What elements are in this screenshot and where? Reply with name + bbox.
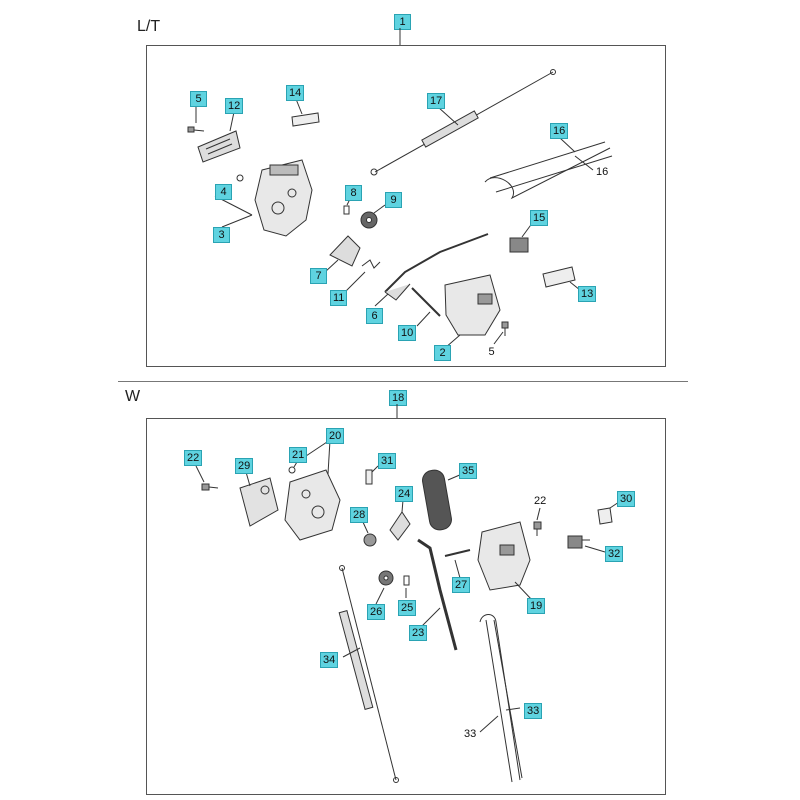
callout-lt-8: 3 xyxy=(213,227,230,243)
callout-w-1: 29 xyxy=(235,458,254,474)
switch-cover-part-12 xyxy=(197,130,241,163)
callout-lt-14: 6 xyxy=(366,308,383,324)
pin-part-8 xyxy=(343,205,350,215)
handle-housing-part-19 xyxy=(477,521,531,591)
throttle-lever-part-23 xyxy=(417,538,458,651)
nut-part-4 xyxy=(236,174,244,182)
callout-lt-12: 7 xyxy=(310,268,327,284)
callout-lt-2: 14 xyxy=(286,85,305,101)
handle-housing-part-20 xyxy=(284,469,341,541)
callout-w-2: 21 xyxy=(289,447,308,463)
callout-w-10: 32 xyxy=(605,546,624,562)
screw-part-5b xyxy=(501,321,509,336)
callout-w-8: 22 xyxy=(534,495,547,507)
callout-lt-6: 16 xyxy=(596,166,609,178)
throttle-lever-part-6 xyxy=(384,233,489,301)
assembly-number-w: 18 xyxy=(389,390,408,406)
callout-w-18: 33 xyxy=(524,703,543,719)
label-part-13 xyxy=(542,266,576,288)
assembly-number-lt: 1 xyxy=(394,14,411,30)
callout-w-16: 34 xyxy=(320,652,339,668)
pin-part-31 xyxy=(365,469,373,485)
handle-housing-part-3 xyxy=(254,159,313,237)
switch-part-15 xyxy=(509,237,529,253)
section-divider xyxy=(118,381,688,382)
callout-lt-7: 4 xyxy=(215,184,232,200)
callout-lt-1: 12 xyxy=(225,98,244,114)
throttle-cable-part-17 xyxy=(370,69,556,176)
callout-w-15: 23 xyxy=(409,625,428,641)
screw-part-22 xyxy=(201,483,219,491)
spring-part-28 xyxy=(363,533,377,547)
callout-lt-18: 5 xyxy=(488,346,495,358)
callout-lt-9: 8 xyxy=(345,185,362,201)
screw-part-22b xyxy=(533,521,542,536)
pin-part-25 xyxy=(403,575,410,586)
callout-w-12: 25 xyxy=(398,600,417,616)
callout-w-11: 26 xyxy=(367,604,386,620)
section-label-w: W xyxy=(125,388,141,405)
switch-part-32 xyxy=(567,535,590,549)
wire-harness-part-33 xyxy=(479,614,523,783)
callout-w-3: 20 xyxy=(326,428,345,444)
callout-w-17: 33 xyxy=(464,728,477,740)
callout-lt-0: 5 xyxy=(190,91,207,107)
lever-part-7 xyxy=(329,235,361,267)
callout-lt-5: 16 xyxy=(550,123,569,139)
grip-part-35 xyxy=(422,469,452,531)
callout-lt-17: 2 xyxy=(434,345,451,361)
callout-lt-15: 10 xyxy=(398,325,417,341)
callout-lt-13: 11 xyxy=(330,290,348,306)
throttle-cable-part-34 xyxy=(338,565,399,783)
callout-w-0: 22 xyxy=(184,450,203,466)
callout-w-9: 30 xyxy=(617,491,636,507)
nut-part-21 xyxy=(288,466,296,474)
rod-part-27 xyxy=(444,549,471,557)
handle-housing-part-2 xyxy=(444,274,501,336)
switch-cover-part-29 xyxy=(239,477,279,527)
label-part-30 xyxy=(597,507,613,525)
callout-w-4: 31 xyxy=(378,453,397,469)
spring-part-11 xyxy=(361,259,381,269)
lever-part-24 xyxy=(389,511,411,541)
callout-lt-10: 9 xyxy=(385,192,402,208)
callout-lt-3: 17 xyxy=(427,93,446,109)
callout-w-13: 27 xyxy=(452,577,471,593)
callout-w-6: 24 xyxy=(395,486,414,502)
callout-lt-16: 13 xyxy=(578,286,597,302)
callout-w-7: 28 xyxy=(350,507,369,523)
callout-w-5: 35 xyxy=(459,463,478,479)
callout-w-14: 19 xyxy=(527,598,546,614)
label-part-14 xyxy=(291,112,320,127)
wire-harness-part-16 xyxy=(484,141,613,200)
screw-part-5 xyxy=(187,126,205,133)
section-label-lt: L/T xyxy=(137,18,161,35)
callout-lt-4: 15 xyxy=(530,210,549,226)
rod-part-10 xyxy=(411,287,441,317)
